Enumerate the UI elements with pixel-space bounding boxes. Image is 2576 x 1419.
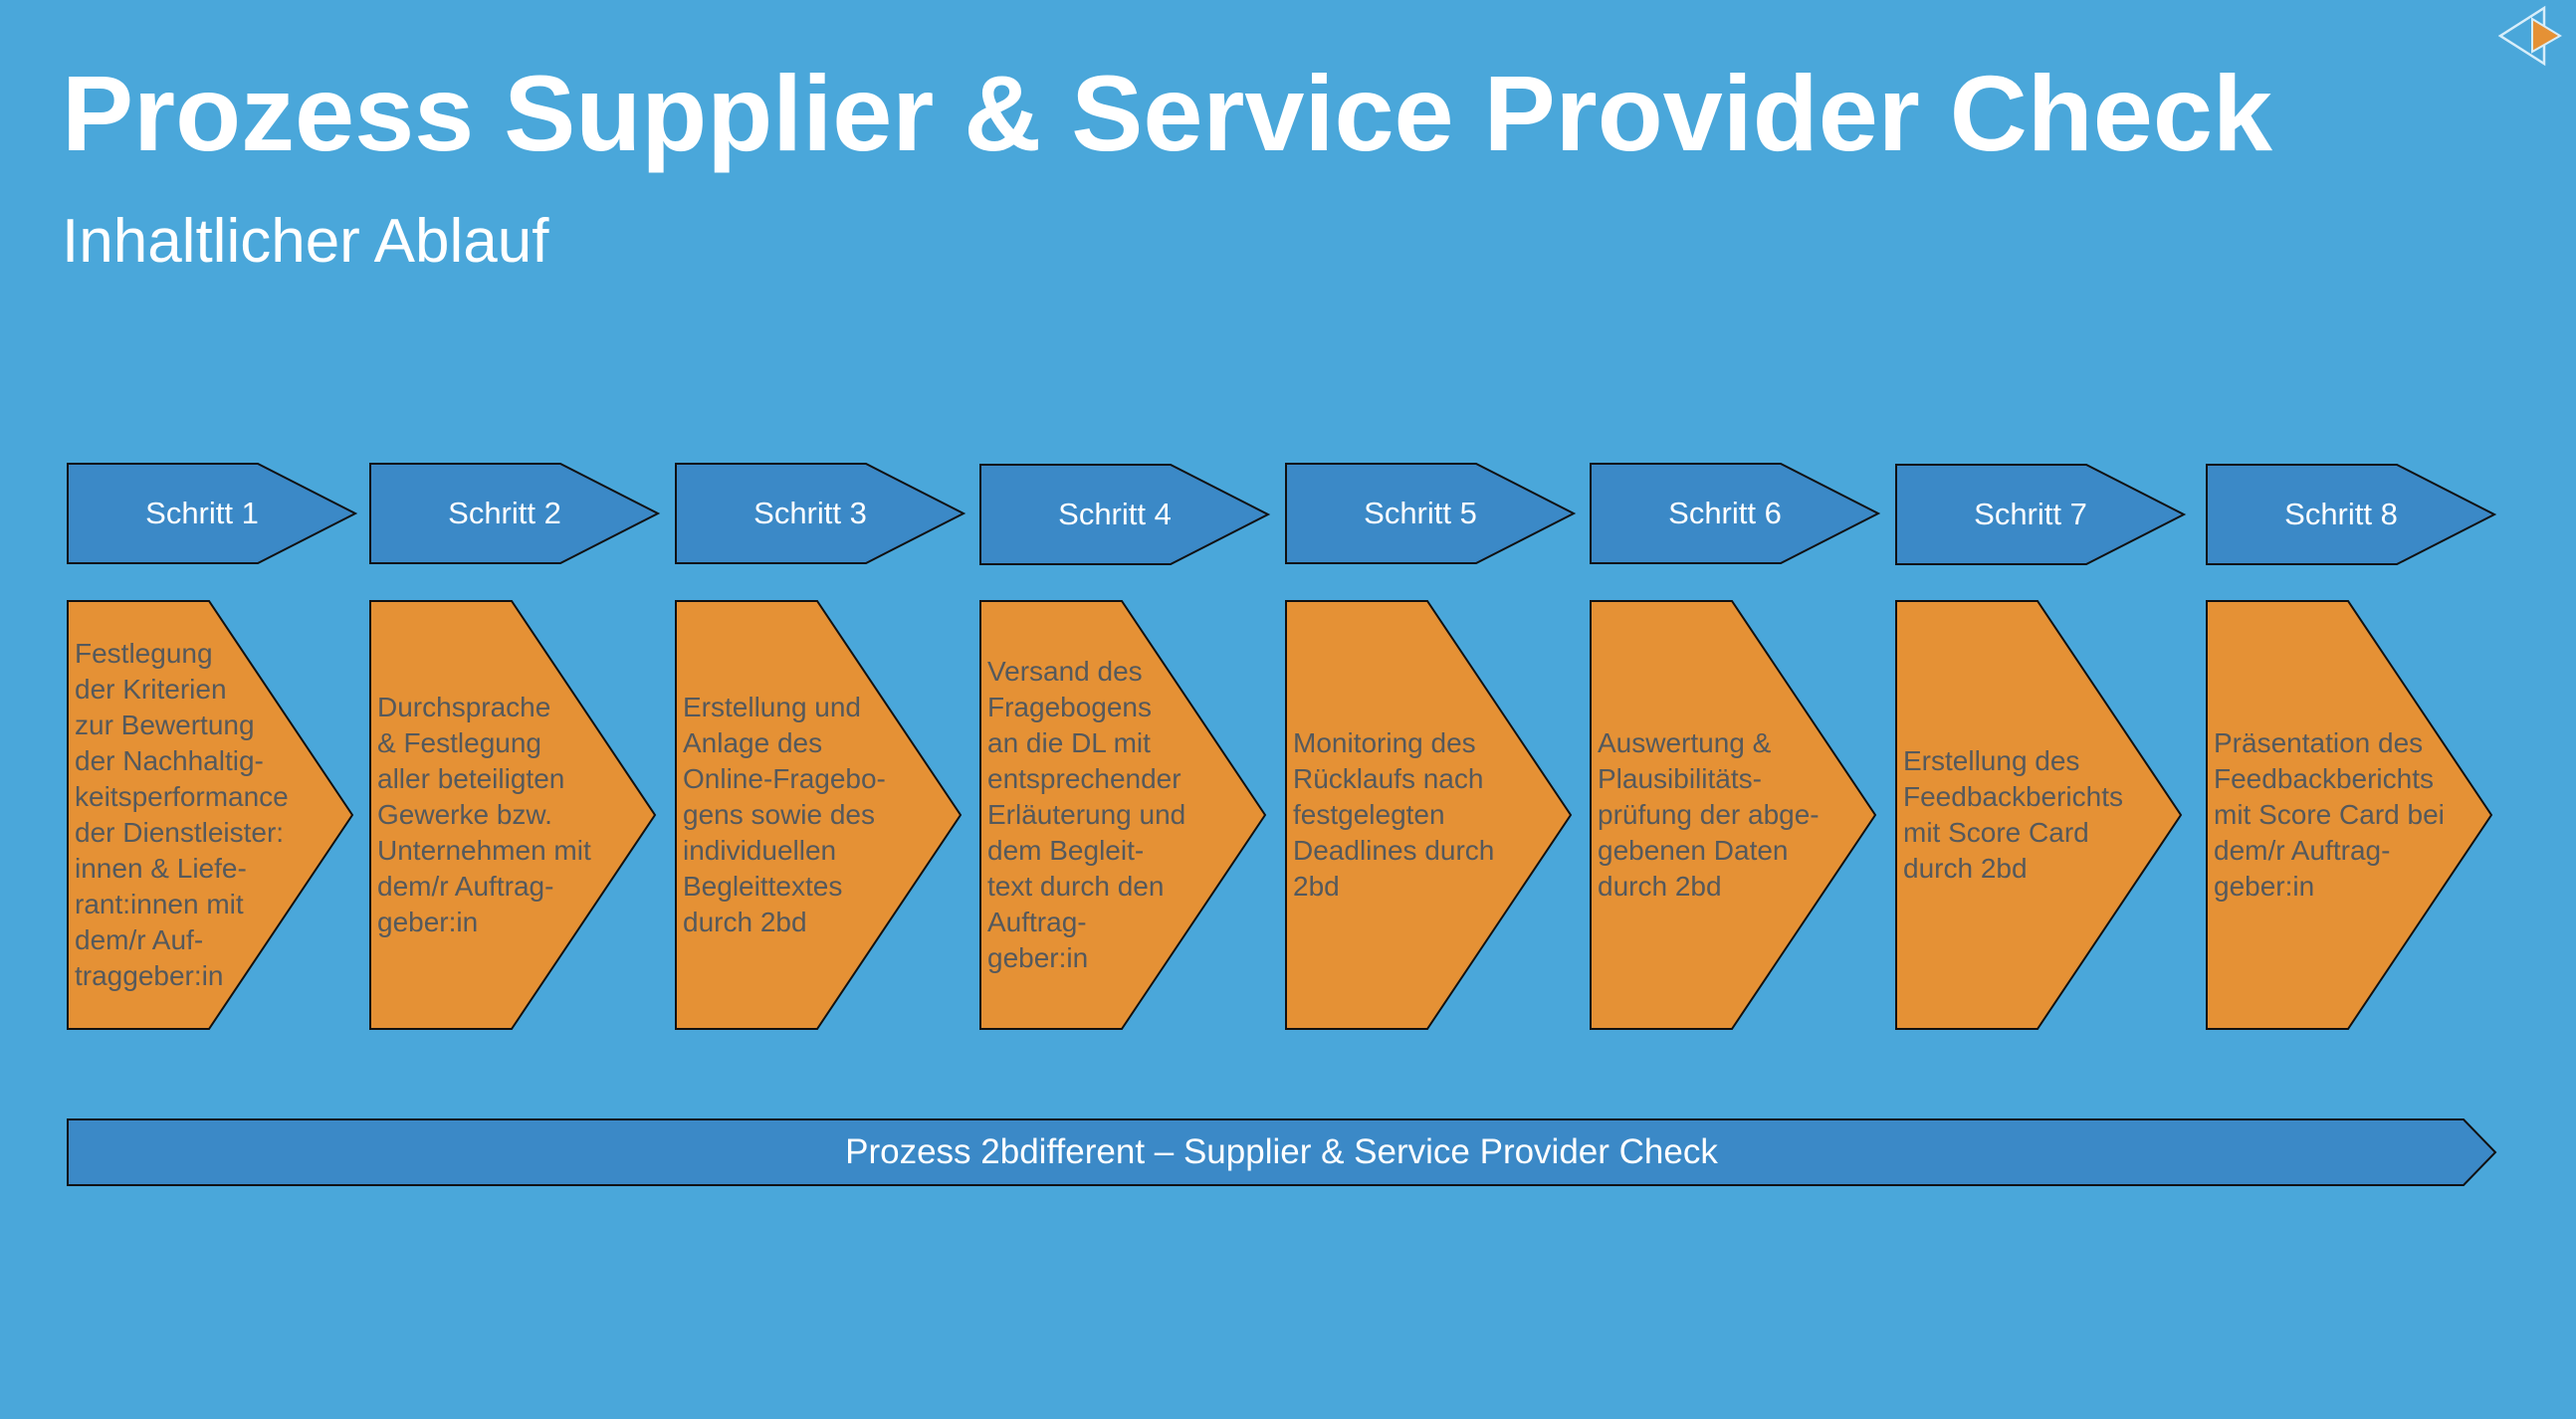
step-body-pentagon: [2206, 600, 2493, 1030]
step-header-2: Schritt 2: [369, 463, 661, 564]
step-body-4: Versand des Fragebogens an die DL mit en…: [979, 600, 1270, 1030]
step-body-pentagon: [1590, 600, 1877, 1030]
prev-next-triangle-icon[interactable]: [2497, 4, 2574, 68]
step-header-label: Schritt 7: [1974, 497, 2087, 531]
step-body-pentagon: [1895, 600, 2183, 1030]
step-description: Monitoring des Rücklaufs nach festgelegt…: [1293, 727, 1495, 902]
step-header-chevron: [1285, 463, 1577, 564]
step-body-5: Monitoring des Rücklaufs nach festgelegt…: [1285, 600, 1576, 1030]
step-body-pentagon: [67, 600, 354, 1030]
step-body-7: Erstellung des Feedbackberichts mit Scor…: [1895, 600, 2186, 1030]
step-description: Präsentation des Feedbackberichts mit Sc…: [2214, 727, 2445, 902]
step-body-8: Präsentation des Feedbackberichts mit Sc…: [2206, 600, 2496, 1030]
step-header-chevron: [675, 463, 966, 564]
step-header-label: Schritt 2: [448, 496, 561, 530]
step-header-label: Schritt 5: [1364, 496, 1477, 530]
step-body-1: Festlegung der Kriterien zur Bewertung d…: [67, 600, 357, 1030]
step-header-8: Schritt 8: [2206, 464, 2497, 565]
step-header-chevron: [369, 463, 661, 564]
step-header-label: Schritt 6: [1668, 496, 1782, 530]
step-header-label: Schritt 1: [145, 496, 259, 530]
step-header-1: Schritt 1: [67, 463, 358, 564]
step-description: Festlegung der Kriterien zur Bewertung d…: [75, 638, 289, 991]
step-header-6: Schritt 6: [1590, 463, 1881, 564]
step-body-6: Auswertung & Plausibilitäts- prüfung der…: [1590, 600, 1880, 1030]
step-body-pentagon: [675, 600, 963, 1030]
step-description: Durchsprache & Festlegung aller beteilig…: [377, 692, 591, 937]
step-header-7: Schritt 7: [1895, 464, 2187, 565]
step-body-pentagon: [979, 600, 1267, 1030]
step-header-chevron: [979, 464, 1271, 565]
slide-title: Prozess Supplier & Service Provider Chec…: [62, 53, 2272, 173]
step-body-pentagon: [369, 600, 657, 1030]
process-bar-label: Prozess 2bdifferent – Supplier & Service…: [845, 1132, 1718, 1171]
step-description: Erstellung des Feedbackberichts mit Scor…: [1903, 745, 2124, 884]
step-description: Versand des Fragebogens an die DL mit en…: [987, 656, 1186, 973]
step-header-chevron: [1590, 463, 1881, 564]
step-header-chevron: [1895, 464, 2187, 565]
step-header-chevron: [2206, 464, 2497, 565]
step-header-4: Schritt 4: [979, 464, 1271, 565]
step-header-label: Schritt 3: [753, 496, 867, 530]
step-body-pentagon: [1285, 600, 1573, 1030]
step-description: Erstellung und Anlage des Online-Fragebo…: [683, 692, 886, 937]
process-bar: Prozess 2bdifferent – Supplier & Service…: [67, 1118, 2497, 1186]
step-header-3: Schritt 3: [675, 463, 966, 564]
step-description: Auswertung & Plausibilitäts- prüfung der…: [1598, 727, 1820, 902]
step-header-label: Schritt 4: [1058, 497, 1172, 531]
step-body-3: Erstellung und Anlage des Online-Fragebo…: [675, 600, 966, 1030]
step-header-chevron: [67, 463, 358, 564]
slide-subtitle: Inhaltlicher Ablauf: [62, 207, 549, 276]
step-header-5: Schritt 5: [1285, 463, 1577, 564]
process-bar-arrow: [67, 1118, 2497, 1186]
step-header-label: Schritt 8: [2284, 497, 2398, 531]
step-body-2: Durchsprache & Festlegung aller beteilig…: [369, 600, 660, 1030]
